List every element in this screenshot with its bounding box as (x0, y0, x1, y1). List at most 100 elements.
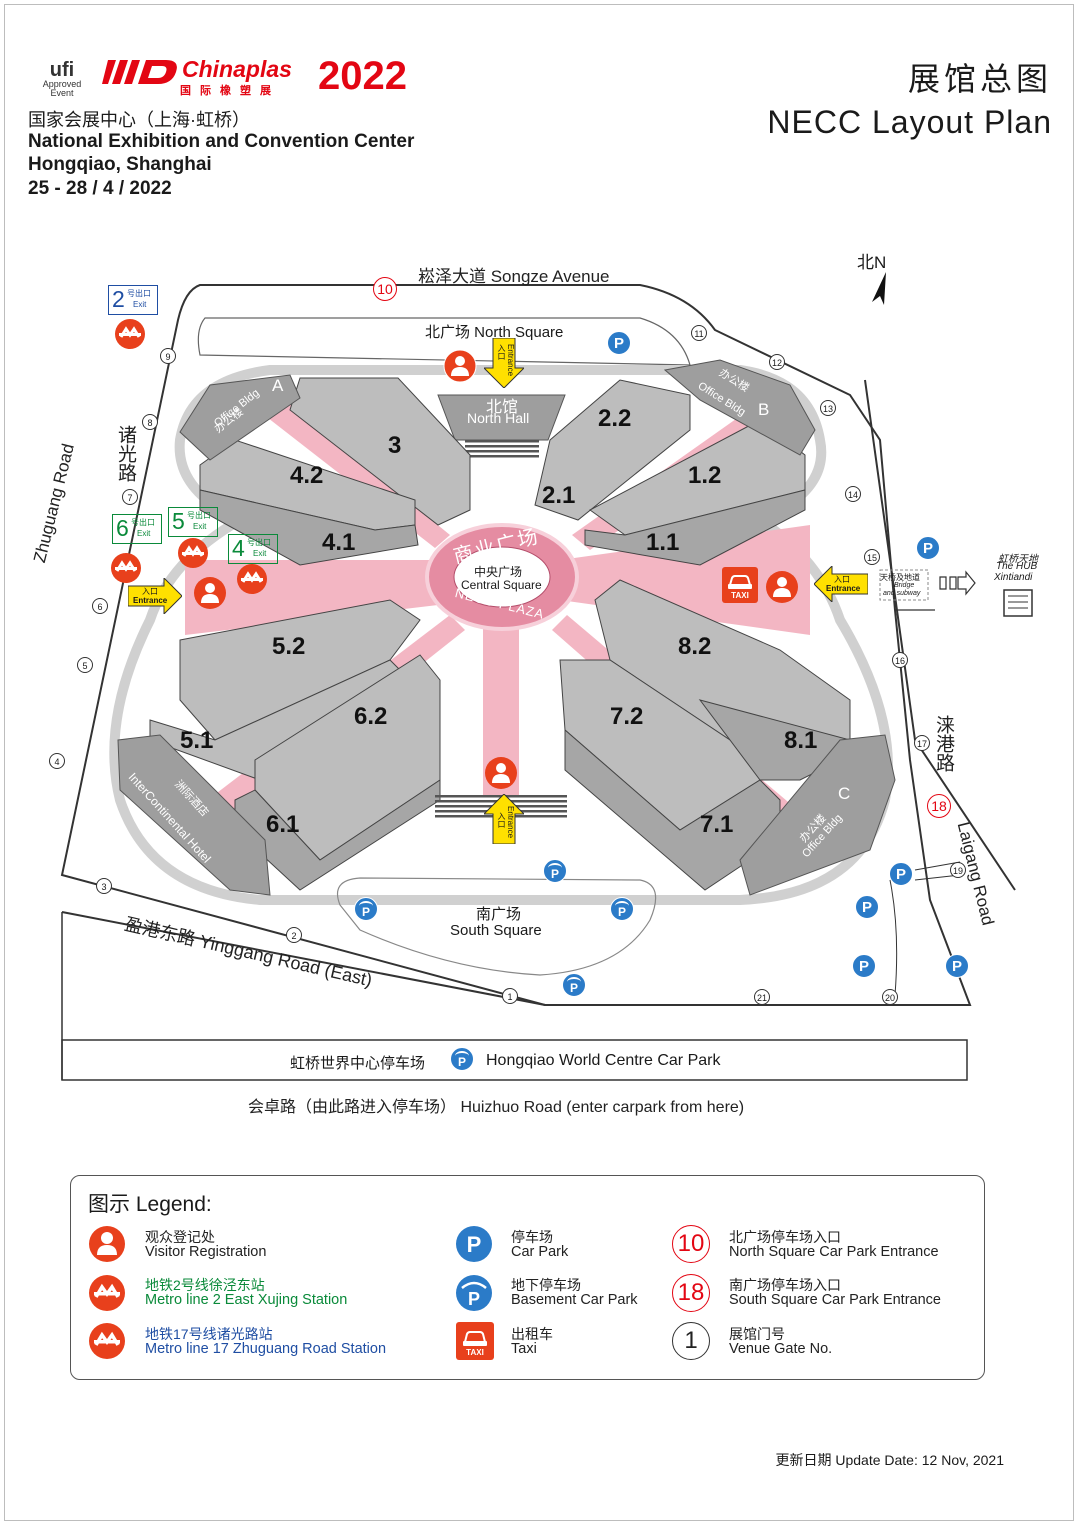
basement-parking-icon[interactable]: P (543, 859, 567, 883)
gate-5[interactable]: 5 (77, 657, 93, 673)
basement-arc-icon (567, 977, 581, 987)
gate-4[interactable]: 4 (49, 753, 65, 769)
hall-5-1[interactable]: 5.1 (180, 727, 214, 754)
hall-5-2[interactable]: 5.2 (272, 633, 306, 660)
visitor-registration-west-icon[interactable] (193, 576, 227, 610)
hall-22-block (534, 379, 691, 521)
hub-cn: 虹桥天地 (998, 554, 1038, 565)
entrance-east-en: Entrance (826, 584, 861, 593)
hall-1-2[interactable]: 1.2 (688, 462, 722, 489)
road-laigang-cn: 涞港路 (933, 715, 954, 772)
entrance-south-arrow-icon[interactable] (484, 794, 524, 844)
exit-4-box: 4 号出口 Exit (228, 534, 278, 564)
gate-13[interactable]: 13 (820, 400, 836, 416)
legend-metro17-icon (89, 1323, 125, 1359)
yinggang-road-line (61, 911, 546, 1006)
gate-15[interactable]: 15 (864, 549, 880, 565)
gate-12[interactable]: 12 (769, 354, 785, 370)
basement-parking-icon[interactable]: P (450, 1047, 474, 1071)
venue-en-line1: National Exhibition and Convention Cente… (28, 131, 415, 152)
carpark-entrance-18[interactable]: 18 (927, 794, 951, 818)
hall-6-1[interactable]: 6.1 (266, 811, 300, 838)
parking-icon[interactable]: P (852, 954, 876, 978)
basement-arc-icon (455, 1051, 469, 1061)
gate-17[interactable]: 17 (914, 735, 930, 751)
gate-3[interactable]: 3 (96, 878, 112, 894)
entrance-north-en: Entrance (506, 344, 515, 377)
hall-2-1[interactable]: 2.1 (542, 482, 576, 509)
gate-1[interactable]: 1 (502, 988, 518, 1004)
taxi-car-icon (728, 575, 752, 589)
legend-visitor-icon (89, 1226, 125, 1262)
entrance-south-en: Entrance (506, 806, 515, 839)
entrance-east-arrow-icon[interactable] (814, 566, 868, 602)
entrance-north-arrow-icon[interactable] (484, 338, 524, 388)
gate-20[interactable]: 20 (882, 989, 898, 1005)
legend-north-carpark-cn: 北广场停车场入口 (729, 1229, 841, 1245)
hall-7-1[interactable]: 7.1 (700, 811, 734, 838)
north-square-label: 北广场 North Square (425, 324, 564, 341)
office-a (179, 374, 301, 461)
gate-14[interactable]: 14 (845, 486, 861, 502)
hall-8-2[interactable]: 8.2 (678, 633, 712, 660)
hall-1-1[interactable]: 1.1 (646, 529, 680, 556)
hall-3[interactable]: 3 (388, 432, 402, 459)
legend-gate-en: Venue Gate No. (729, 1341, 833, 1357)
hall-7-2[interactable]: 7.2 (610, 703, 644, 730)
gate-21[interactable]: 21 (754, 989, 770, 1005)
visitor-registration-icon[interactable] (443, 349, 477, 383)
exit-6-num: 6 (116, 515, 129, 541)
gate-2[interactable]: 2 (286, 927, 302, 943)
metro-line2-icon[interactable] (114, 318, 146, 350)
entrance-north-cn: 入口 (497, 344, 506, 360)
gate-8[interactable]: 8 (142, 414, 158, 430)
legend-taxi-cn: 出租车 (511, 1326, 553, 1342)
parking-icon[interactable]: P (916, 536, 940, 560)
hall-41-block (199, 489, 419, 566)
legend-parking-en: Car Park (511, 1244, 569, 1260)
north-label: 北N (857, 253, 887, 272)
hall-4-2[interactable]: 4.2 (290, 462, 324, 489)
parking-icon[interactable]: P (945, 954, 969, 978)
office-b-letter: B (758, 400, 770, 419)
gate-6[interactable]: 6 (92, 598, 108, 614)
gate-9[interactable]: 9 (160, 348, 176, 364)
legend-taxi-label: TAXI (466, 1348, 484, 1357)
metro-line17-exit5-icon[interactable] (177, 537, 209, 569)
carpark-entrance-10[interactable]: 10 (373, 277, 397, 301)
bridge-en1: Bridge (894, 582, 915, 589)
gate-11[interactable]: 11 (691, 325, 707, 341)
basement-arc-icon (548, 863, 562, 873)
metro-line2-west-icon[interactable] (110, 552, 142, 584)
office-a-letter: A (272, 376, 284, 395)
basement-parking-icon[interactable]: P (562, 973, 586, 997)
parking-icon[interactable]: P (855, 895, 879, 919)
visitor-registration-south-icon[interactable] (484, 756, 518, 790)
hall-6-2[interactable]: 6.2 (354, 703, 388, 730)
visitor-registration-east-icon[interactable] (765, 570, 799, 604)
legend-gate-cn: 展馆门号 (729, 1326, 785, 1342)
basement-parking-icon[interactable]: P (354, 897, 378, 921)
basement-parking-icon[interactable]: P (610, 897, 634, 921)
metro-line17-exit4-icon[interactable] (236, 563, 268, 595)
taxi-icon[interactable]: TAXI (722, 567, 758, 603)
exit-2-box: 2 号出口 Exit (108, 285, 158, 315)
gate-16[interactable]: 16 (892, 652, 908, 668)
hall-2-2[interactable]: 2.2 (598, 405, 632, 432)
legend-visitor-cn: 观众登记处 (145, 1229, 215, 1245)
bridge-box (879, 569, 929, 601)
gate-7[interactable]: 7 (122, 489, 138, 505)
gate-19[interactable]: 19 (950, 862, 966, 878)
legend-taxi-car-icon (463, 1331, 487, 1346)
hall-8-1[interactable]: 8.1 (784, 727, 818, 754)
north-hall (437, 394, 566, 441)
hub-en1: The HUB (996, 561, 1038, 572)
parking-icon[interactable]: P (607, 331, 631, 355)
hub-building-icon (1003, 589, 1033, 617)
legend-gate-icon: 1 (672, 1322, 710, 1360)
parking-icon[interactable]: P (889, 862, 913, 886)
hub-en2: Xintiandi (994, 572, 1033, 583)
hall-4-1[interactable]: 4.1 (322, 529, 356, 556)
central-square (453, 546, 551, 608)
entrance-west-arrow-icon[interactable] (128, 578, 182, 614)
